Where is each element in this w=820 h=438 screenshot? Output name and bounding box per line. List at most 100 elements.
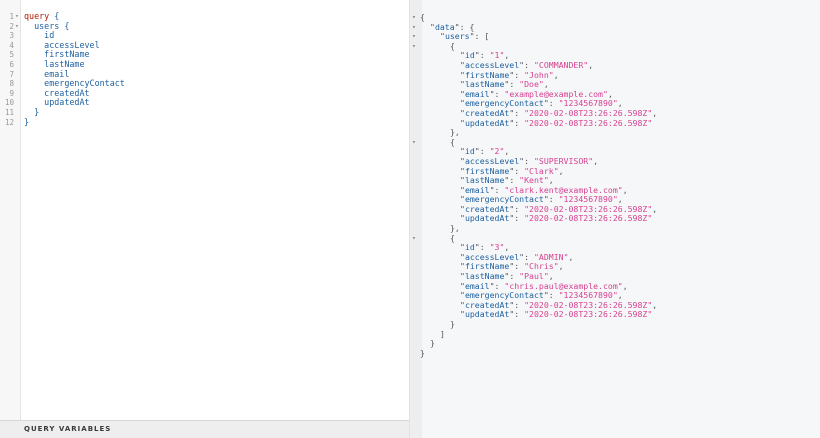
line-number: 3 [9, 31, 14, 41]
result-viewer: ▾{▾"data": {▾"users": [▾{"id": "1","acce… [410, 12, 820, 358]
result-line: "updatedAt": "2020-02-08T23:26:26.598Z" [410, 117, 820, 129]
json-string-value: John [529, 69, 549, 80]
result-line: ▾ "data": { [410, 21, 820, 33]
result-line: ▾{ [410, 12, 820, 23]
query-code: lastName [24, 58, 85, 70]
result-line: }, [410, 223, 820, 234]
result-code: "id": "2", [460, 146, 510, 157]
result-line: "createdAt": "2020-02-08T23:26:26.598Z", [410, 203, 820, 215]
json-key: lastName [464, 79, 505, 90]
result-code: "data": { [430, 21, 475, 32]
json-key: updatedAt [464, 309, 510, 320]
fold-toggle-icon[interactable]: ▾ [412, 137, 416, 146]
query-text: users { [24, 20, 70, 31]
json-punctuation: { [450, 40, 455, 51]
json-key: updatedAt [464, 213, 510, 224]
query-code: } [24, 117, 29, 128]
result-line: ▾{ [410, 232, 820, 244]
json-string-value: chris.paul@example.com [509, 280, 618, 291]
result-line: "firstName": "Clark", [410, 166, 820, 177]
query-line: 5 firstName [0, 50, 410, 60]
result-line: "firstName": "Chris", [410, 262, 820, 272]
result-line: ▾{ [410, 137, 820, 148]
json-punctuation: , [617, 98, 623, 109]
json-punctuation: , [553, 69, 559, 80]
result-code: ] [420, 328, 445, 340]
query-code: updatedAt [24, 98, 89, 108]
query-text: lastName [24, 58, 85, 69]
query-line: 8 emergencyContact [0, 78, 410, 89]
result-code: }, [420, 223, 460, 234]
result-code: { [420, 12, 425, 23]
fold-toggle-icon[interactable]: ▾ [412, 233, 416, 242]
json-punctuation: { [450, 232, 455, 243]
line-number: 5 [9, 50, 14, 60]
json-string-value: clark.kent@example.com [509, 184, 618, 195]
json-key: createdAt [464, 203, 510, 214]
json-key: updatedAt [464, 117, 510, 128]
fold-toggle-icon[interactable]: ▾ [15, 21, 19, 30]
result-line: "accessLevel": "COMMANDER", [410, 59, 820, 71]
result-code: } [420, 319, 455, 330]
result-code: "id": "3", [460, 242, 510, 253]
query-text: createdAt [24, 87, 90, 98]
json-punctuation: , [622, 280, 628, 291]
json-key: emergencyContact [464, 194, 544, 205]
json-punctuation: , [504, 146, 510, 157]
result-line: "firstName": "John", [410, 69, 820, 81]
query-code: query { [24, 11, 59, 22]
json-key: email [464, 88, 490, 99]
result-line: "id": "3", [410, 242, 820, 253]
json-key: accessLevel [464, 155, 520, 166]
query-text: } [24, 106, 40, 117]
json-punctuation: , [617, 290, 623, 301]
result-code: "accessLevel": "SUPERVISOR", [460, 155, 599, 166]
json-string-value: Doe [524, 79, 539, 90]
json-punctuation: ] [440, 328, 445, 339]
line-number: 6 [9, 59, 14, 69]
json-key: email [464, 184, 490, 195]
fold-toggle-icon[interactable]: ▾ [15, 12, 19, 20]
json-string-value: 1234567890 [563, 290, 613, 301]
query-code: firstName [24, 50, 89, 60]
result-line: } [410, 319, 820, 330]
query-text: emergencyContact [24, 78, 125, 89]
query-text: email [24, 68, 70, 79]
fold-toggle-icon[interactable]: ▾ [412, 22, 416, 31]
result-code: "users": [ [440, 31, 490, 42]
json-punctuation: , [607, 88, 613, 99]
json-punctuation: }, [450, 223, 460, 234]
result-code: { [420, 40, 455, 52]
fold-toggle-icon[interactable]: ▾ [412, 13, 416, 21]
json-key: email [464, 280, 490, 291]
fold-toggle-icon[interactable]: ▾ [412, 32, 416, 41]
result-line: "emergencyContact": "1234567890", [410, 290, 820, 301]
json-punctuation: , [593, 155, 599, 166]
json-string-value: 2020-02-08T23:26:26.598Z [529, 203, 648, 214]
result-line: "createdAt": "2020-02-08T23:26:26.598Z", [410, 108, 820, 119]
fold-toggle-icon[interactable]: ▾ [412, 41, 416, 50]
query-code: email [24, 68, 70, 80]
result-line: "emergencyContact": "1234567890", [410, 194, 820, 205]
result-code: "firstName": "Chris", [460, 261, 564, 272]
json-punctuation: , [548, 271, 554, 282]
json-string-value: ADMIN [538, 251, 564, 262]
result-code: { [420, 137, 455, 148]
query-variables-bar[interactable]: QUERY VARIABLES [0, 420, 409, 438]
result-line: ] [410, 328, 820, 340]
json-string-value: 2020-02-08T23:26:26.598Z [529, 299, 648, 310]
query-line: 12} [0, 117, 410, 128]
json-string-value: Paul [524, 271, 544, 282]
json-key: users [444, 31, 470, 42]
result-line: "updatedAt": "2020-02-08T23:26:26.598Z" [410, 310, 820, 320]
query-text: id [24, 30, 55, 41]
json-key: accessLevel [464, 59, 520, 70]
result-code: "updatedAt": "2020-02-08T23:26:26.598Z" [460, 213, 653, 224]
query-code: users { [24, 20, 70, 32]
query-variables-label: QUERY VARIABLES [24, 425, 112, 433]
query-line: 7 email [0, 68, 410, 80]
query-line: 10 updatedAt [0, 98, 410, 108]
